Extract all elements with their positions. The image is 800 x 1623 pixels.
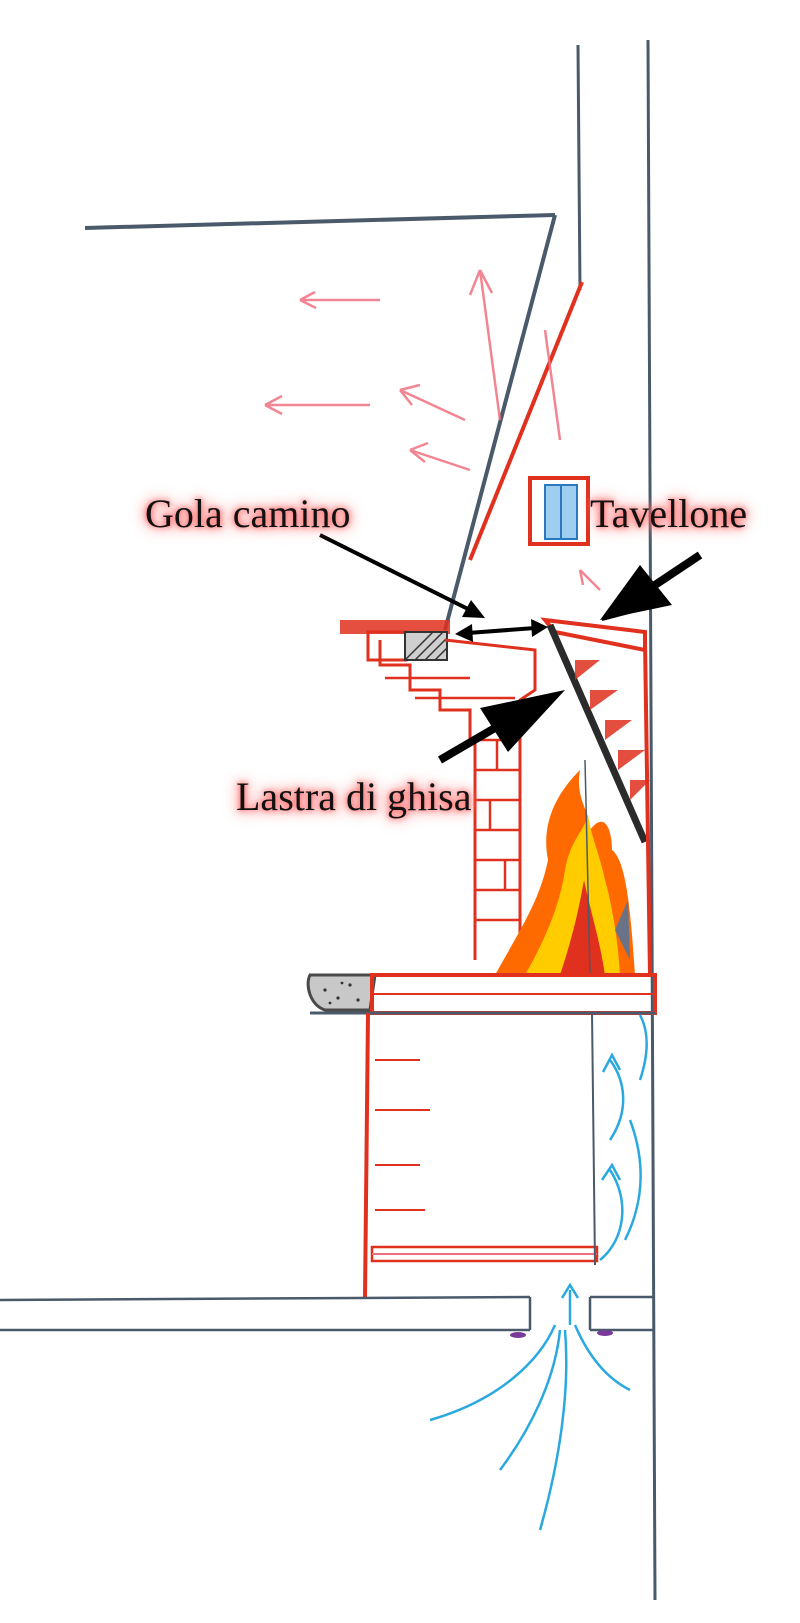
label-arrows [319, 533, 703, 764]
window-icon [528, 476, 590, 546]
label-lastra-di-ghisa: Lastra di ghisa [236, 774, 472, 819]
sawtooth-bricks [575, 660, 650, 800]
firebox-right-side [643, 639, 652, 976]
wall-lines [576, 39, 657, 1601]
cast-iron-plate [546, 623, 649, 844]
hot-air-arrows [264, 269, 601, 591]
hearth-slab [306, 973, 657, 1015]
flame-icon [495, 759, 635, 976]
label-gola-camino: Gola camino [145, 491, 351, 536]
throat-ledge [340, 620, 450, 662]
floor-grate-marks [510, 1330, 613, 1338]
base-brickwork [363, 1012, 599, 1298]
floor-lines [0, 1295, 655, 1332]
ceiling-and-hood [84, 213, 584, 631]
label-tavellone: Tavellone [590, 491, 748, 536]
cold-air-arrows [429, 1014, 648, 1531]
